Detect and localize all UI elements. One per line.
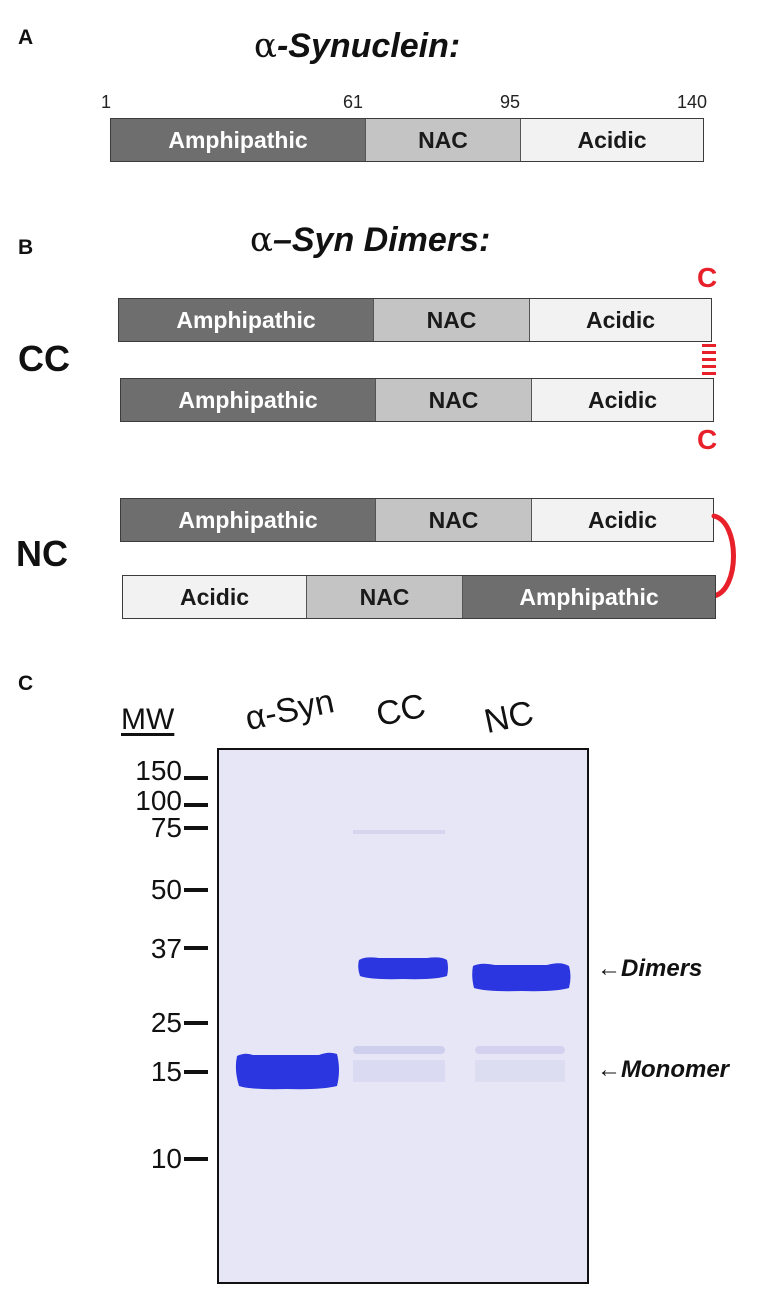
position-95: 95 [500,92,521,112]
segment-nac: NAC [376,499,532,541]
cysteine-label-top: C [697,262,718,293]
mw-tick-37 [184,946,208,950]
title-alpha-symbol: α [250,220,273,260]
segment-nac: NAC [366,119,521,161]
panel-b-title: α–Syn Dimers: [250,220,490,260]
segment-amphipathic: Amphipathic [121,499,376,541]
dimer-band-nc [472,963,571,992]
mw-marker-75: 75 [150,812,182,843]
mw-marker-100: 100 [135,785,182,816]
panel-c-label: C [18,672,34,695]
mw-tick-100 [184,803,208,807]
mw-marker-10: 10 [150,1143,182,1174]
dimers-annotation: ←Dimers [597,955,703,982]
mw-tick-50 [184,888,208,892]
lane-label-asyn: α-Syn [241,682,338,739]
mw-tick-15 [184,1070,208,1074]
mw-marker-50: 50 [150,874,182,905]
segment-amphipathic: Amphipathic [121,379,376,421]
segment-acidic: Acidic [530,299,711,341]
title-text: -Synuclein: [276,27,461,65]
position-140: 140 [677,92,708,112]
title-text: –Syn Dimers: [272,221,491,259]
segment-acidic: Acidic [521,119,703,161]
panel-a-title: α-Synuclein: [254,26,460,66]
nc-top-chain: Amphipathic NAC Acidic [120,498,714,542]
nc-dimer-label: NC [16,533,68,574]
monomer-band [235,1052,339,1090]
lane-label-nc: NC [480,693,537,742]
segment-acidic: Acidic [532,499,713,541]
segment-amphipathic: Amphipathic [111,119,366,161]
position-61: 61 [343,92,364,112]
monomer-annotation: ←Monomer [597,1056,729,1083]
cysteine-label-bottom: C [697,424,718,455]
disulfide-crosslink [702,344,716,375]
dimer-band-cc [358,957,448,980]
nc-crosslink-arc [711,513,736,599]
title-alpha-symbol: α [254,26,277,66]
mw-marker-25: 25 [150,1007,182,1038]
synuclein-domain-bar: Amphipathic NAC Acidic [110,118,704,162]
faint-band-cc-monomer [353,1046,445,1054]
mw-marker-37: 37 [150,933,182,964]
segment-nac: NAC [307,576,463,618]
cc-dimer-label: CC [18,338,70,379]
segment-amphipathic: Amphipathic [119,299,374,341]
mw-tick-25 [184,1021,208,1025]
segment-amphipathic: Amphipathic [463,576,715,618]
faint-band-cc-high [353,830,445,834]
nc-bottom-chain: Acidic NAC Amphipathic [122,575,716,619]
segment-nac: NAC [374,299,530,341]
panel-a-label: A [18,26,34,49]
position-1: 1 [101,92,112,112]
segment-acidic: Acidic [123,576,307,618]
lane-label-cc: CC [372,686,429,735]
mw-header: MW [121,703,175,736]
segment-acidic: Acidic [532,379,713,421]
faint-band-nc-monomer [475,1046,565,1054]
mw-marker-150: 150 [135,755,182,786]
smear-nc [475,1060,565,1082]
cc-bottom-chain: Amphipathic NAC Acidic [120,378,714,422]
gel-image [217,748,589,1284]
mw-marker-15: 15 [150,1056,182,1087]
cc-top-chain: Amphipathic NAC Acidic [118,298,712,342]
smear-cc [353,1060,445,1082]
mw-tick-150 [184,776,208,780]
segment-nac: NAC [376,379,532,421]
mw-tick-75 [184,826,208,830]
mw-tick-10 [184,1157,208,1161]
panel-b-label: B [18,236,34,259]
